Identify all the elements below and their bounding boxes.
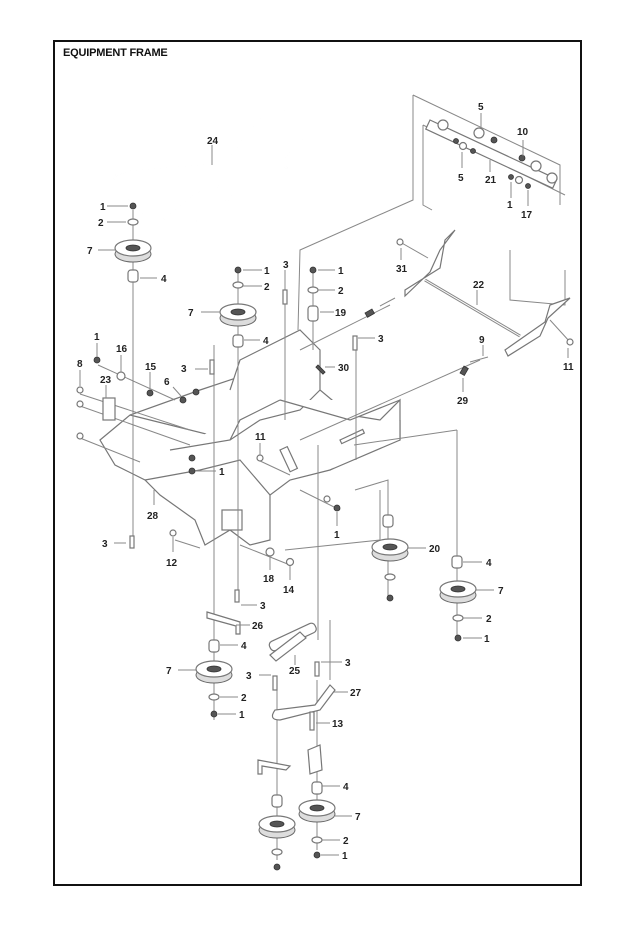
callout-17: 17	[521, 210, 533, 221]
callout-3: 3	[345, 658, 351, 669]
idler-arm-27	[257, 622, 336, 775]
pulley-stack-bottom-left	[258, 794, 296, 871]
callout-2: 2	[343, 836, 349, 847]
callout-3: 3	[102, 539, 108, 550]
callout-9: 9	[479, 335, 485, 346]
callout-7: 7	[498, 586, 504, 597]
main-frame	[99, 329, 401, 546]
callout-24: 24	[207, 136, 219, 147]
callout-23: 23	[100, 375, 112, 386]
small-hardware	[76, 289, 489, 731]
callout-3: 3	[246, 671, 252, 682]
pulley-stack-lower-left	[195, 611, 241, 718]
callout-11: 11	[563, 362, 574, 373]
callout-16: 16	[116, 344, 128, 355]
callout-7: 7	[355, 812, 361, 823]
callout-1: 1	[484, 634, 490, 645]
drive-belt	[112, 108, 373, 253]
callout-31: 31	[396, 264, 408, 275]
callout-2: 2	[338, 286, 344, 297]
callout-5: 5	[478, 102, 484, 113]
callout-1: 1	[342, 851, 348, 862]
callout-10: 10	[517, 127, 529, 138]
callout-22: 22	[473, 280, 485, 291]
lift-bar	[396, 229, 574, 357]
pulley-stack-20	[371, 514, 409, 602]
diagram-title: EQUIPMENT FRAME	[63, 47, 168, 59]
callout-2: 2	[241, 693, 247, 704]
pulley-stack-right	[439, 555, 477, 642]
callout-labels: 24 5 5 10 21 1 17 1 2 7 4 31 22 3 1 2 1 …	[77, 102, 574, 862]
callout-1: 1	[338, 266, 344, 277]
callout-7: 7	[87, 246, 93, 257]
callout-1: 1	[94, 332, 100, 343]
callout-4: 4	[263, 336, 269, 347]
leader-lines	[79, 210, 481, 860]
callout-8: 8	[77, 359, 83, 370]
callout-4: 4	[161, 274, 167, 285]
callout-2: 2	[486, 614, 492, 625]
callout-26: 26	[252, 621, 264, 632]
callout-27: 27	[350, 688, 362, 699]
callout-15: 15	[145, 362, 157, 373]
callout-30: 30	[338, 363, 350, 374]
callout-25: 25	[289, 666, 301, 677]
callout-7: 7	[188, 308, 194, 319]
callout-19: 19	[335, 308, 347, 319]
callout-4: 4	[241, 641, 247, 652]
callout-1: 1	[100, 202, 106, 213]
callout-21: 21	[485, 175, 497, 186]
callout-28: 28	[147, 511, 159, 522]
callout-18: 18	[263, 574, 275, 585]
callout-1: 1	[507, 200, 513, 211]
callout-14: 14	[283, 585, 295, 596]
callout-4: 4	[486, 558, 492, 569]
pulley-stack-top-left	[114, 202, 152, 283]
callout-6: 6	[164, 377, 170, 388]
callout-11: 11	[255, 432, 266, 443]
callout-3: 3	[260, 601, 266, 612]
callout-12: 12	[166, 558, 178, 569]
callout-1: 1	[219, 467, 225, 478]
pulley-stack-bottom-right	[298, 781, 336, 859]
callout-1: 1	[334, 530, 340, 541]
callout-13: 13	[332, 719, 344, 730]
callout-29: 29	[457, 396, 469, 407]
callout-20: 20	[429, 544, 441, 555]
callout-3: 3	[283, 260, 289, 271]
callout-3: 3	[378, 334, 384, 345]
callout-1: 1	[239, 710, 245, 721]
callout-2: 2	[98, 218, 104, 229]
callout-1: 1	[264, 266, 270, 277]
callout-5: 5	[458, 173, 464, 184]
callout-2: 2	[264, 282, 270, 293]
callout-3: 3	[181, 364, 187, 375]
callout-7: 7	[166, 666, 172, 677]
mounting-bar-assembly	[297, 94, 566, 331]
callout-4: 4	[343, 782, 349, 793]
